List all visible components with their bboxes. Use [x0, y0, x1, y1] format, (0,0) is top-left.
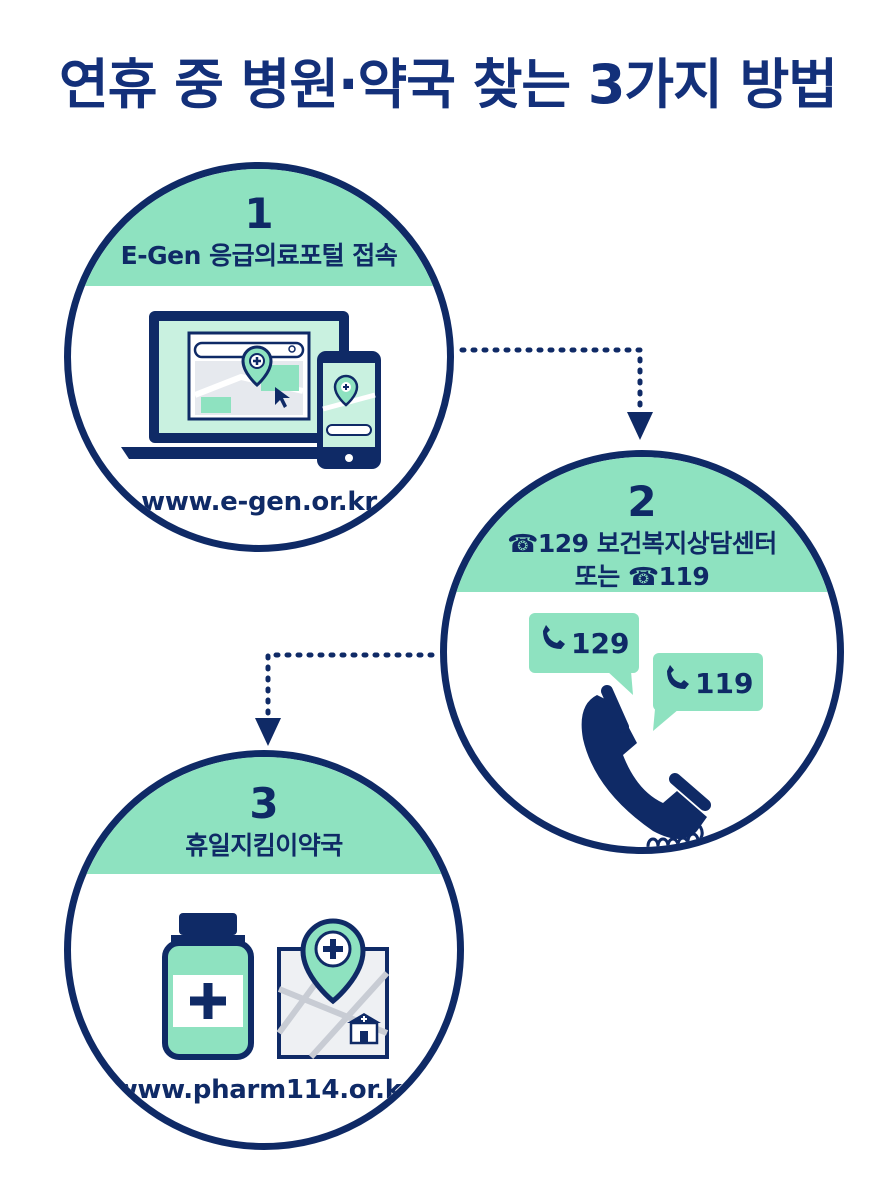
step-1-label: E-Gen 응급의료포털 접속	[120, 241, 398, 270]
step-3-url[interactable]: www.pharm114.or.kr	[113, 1075, 415, 1105]
laptop-phone-illustration	[121, 311, 381, 469]
phone-call-illustration: 129 119	[529, 613, 763, 847]
phone-ring-icon	[543, 625, 565, 649]
step-3-label: 휴일지킴이약국	[185, 831, 343, 860]
page-title: 연휴 중 병원·약국 찾는 3가지 방법	[59, 53, 838, 116]
bubble-119-text: 119	[695, 667, 753, 700]
pharmacy-illustration	[162, 913, 390, 1060]
arrow-head-2	[627, 412, 653, 440]
step-1-number: 1	[244, 189, 274, 238]
step-2-band: 2 ☎129 보건복지상담센터 또는 ☎119	[447, 457, 837, 592]
smartphone-icon	[317, 351, 381, 469]
step-2-label-line1: ☎129 보건복지상담센터	[507, 529, 777, 558]
bubble-129: 129	[529, 613, 639, 695]
phone-handset-icon	[581, 685, 711, 847]
location-pin-icon	[241, 345, 273, 387]
step-1-url[interactable]: www.e-gen.or.kr	[141, 487, 377, 517]
step-3-number: 3	[249, 779, 279, 828]
arrow-1-to-2	[459, 347, 643, 408]
arrow-head-3	[255, 718, 281, 746]
bubble-129-text: 129	[571, 627, 629, 660]
medicine-bottle-icon	[162, 913, 254, 1060]
arrow-2-to-3	[265, 652, 435, 717]
bubble-119: 119	[653, 653, 763, 731]
cursor-icon	[275, 387, 290, 408]
step-3-band: 3 휴일지킴이약국	[71, 757, 457, 874]
step-1-circle: 1 E-Gen 응급의료포털 접속	[64, 162, 454, 552]
step-2-label-line2: 또는 ☎119	[574, 562, 710, 591]
step-1-band: 1 E-Gen 응급의료포털 접속	[71, 169, 447, 286]
step-2-number: 2	[627, 477, 657, 526]
step-3-circle: 3 휴일지킴이약국 www.pharm114.or.kr	[64, 750, 464, 1150]
step-2-circle: 2 ☎129 보건복지상담센터 또는 ☎119 129 119	[440, 450, 844, 854]
pharmacy-icon	[347, 1013, 381, 1045]
phone-ring-icon-2	[667, 665, 689, 689]
